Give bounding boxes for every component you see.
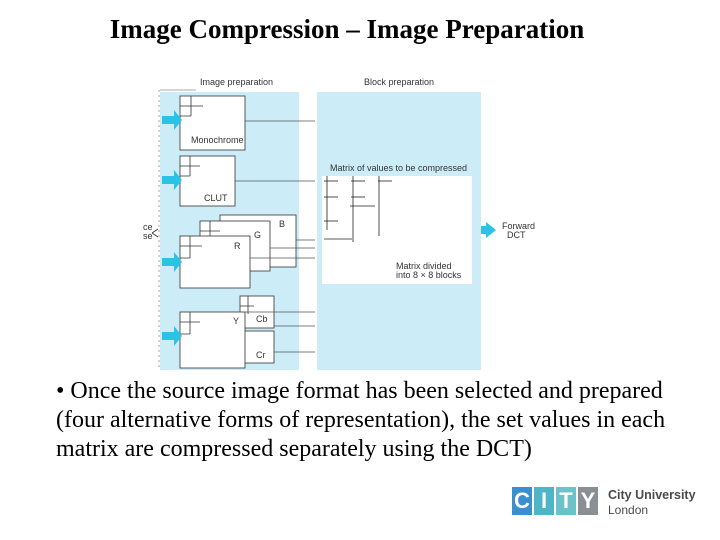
rgb-r-label: R [234, 241, 241, 251]
source-label-line1: ce [143, 222, 153, 232]
clut-matrix [179, 155, 236, 207]
city-university-logo: C I T Y City University London [512, 484, 716, 522]
source-label-line2: se [143, 231, 153, 241]
logo-letter-y: Y [578, 487, 598, 515]
yuv-y-label: Y [233, 316, 239, 326]
logo-letter-t: T [556, 487, 576, 515]
yuv-cr-matrix [239, 330, 275, 364]
logo-letter-i: I [534, 487, 554, 515]
clut-label: CLUT [204, 193, 228, 203]
forward-label: Forward [502, 221, 535, 231]
matrix-values-label: Matrix of values to be compressed [330, 163, 467, 173]
block-preparation-label: Block preparation [364, 77, 434, 87]
yuv-y-matrix [179, 311, 246, 369]
bullet-text: • Once the source image format has been … [56, 378, 666, 462]
slide-title: Image Compression – Image Preparation [109, 14, 585, 44]
bullet-paragraph: • Once the source image format has been … [56, 377, 676, 464]
yuv-cb-label: Cb [256, 314, 268, 324]
forward-dct-label: DCT [507, 230, 526, 240]
rgb-b-label: B [279, 219, 285, 229]
rgb-r-matrix [179, 235, 251, 289]
values-matrix [322, 176, 472, 284]
image-preparation-label: Image preparation [200, 77, 273, 87]
input-arrow-monochrome [162, 110, 182, 130]
monochrome-label: Monochrome [191, 135, 244, 145]
output-arrow-forward-dct [481, 222, 496, 238]
logo-letter-c: C [512, 487, 532, 515]
input-arrow-clut [162, 170, 182, 190]
matrix-divided-label-line1: Matrix divided [396, 261, 452, 271]
yuv-cr-label: Cr [256, 350, 266, 360]
image-preparation-diagram: Image preparation Block preparation Mono… [143, 77, 535, 370]
rgb-g-label: G [254, 230, 261, 240]
input-arrow-rgb [162, 252, 182, 272]
input-arrow-yuv [162, 326, 182, 346]
logo-city: London [608, 503, 649, 517]
logo-name: City University [608, 488, 696, 502]
matrix-divided-label-line2: into 8 × 8 blocks [396, 270, 462, 280]
